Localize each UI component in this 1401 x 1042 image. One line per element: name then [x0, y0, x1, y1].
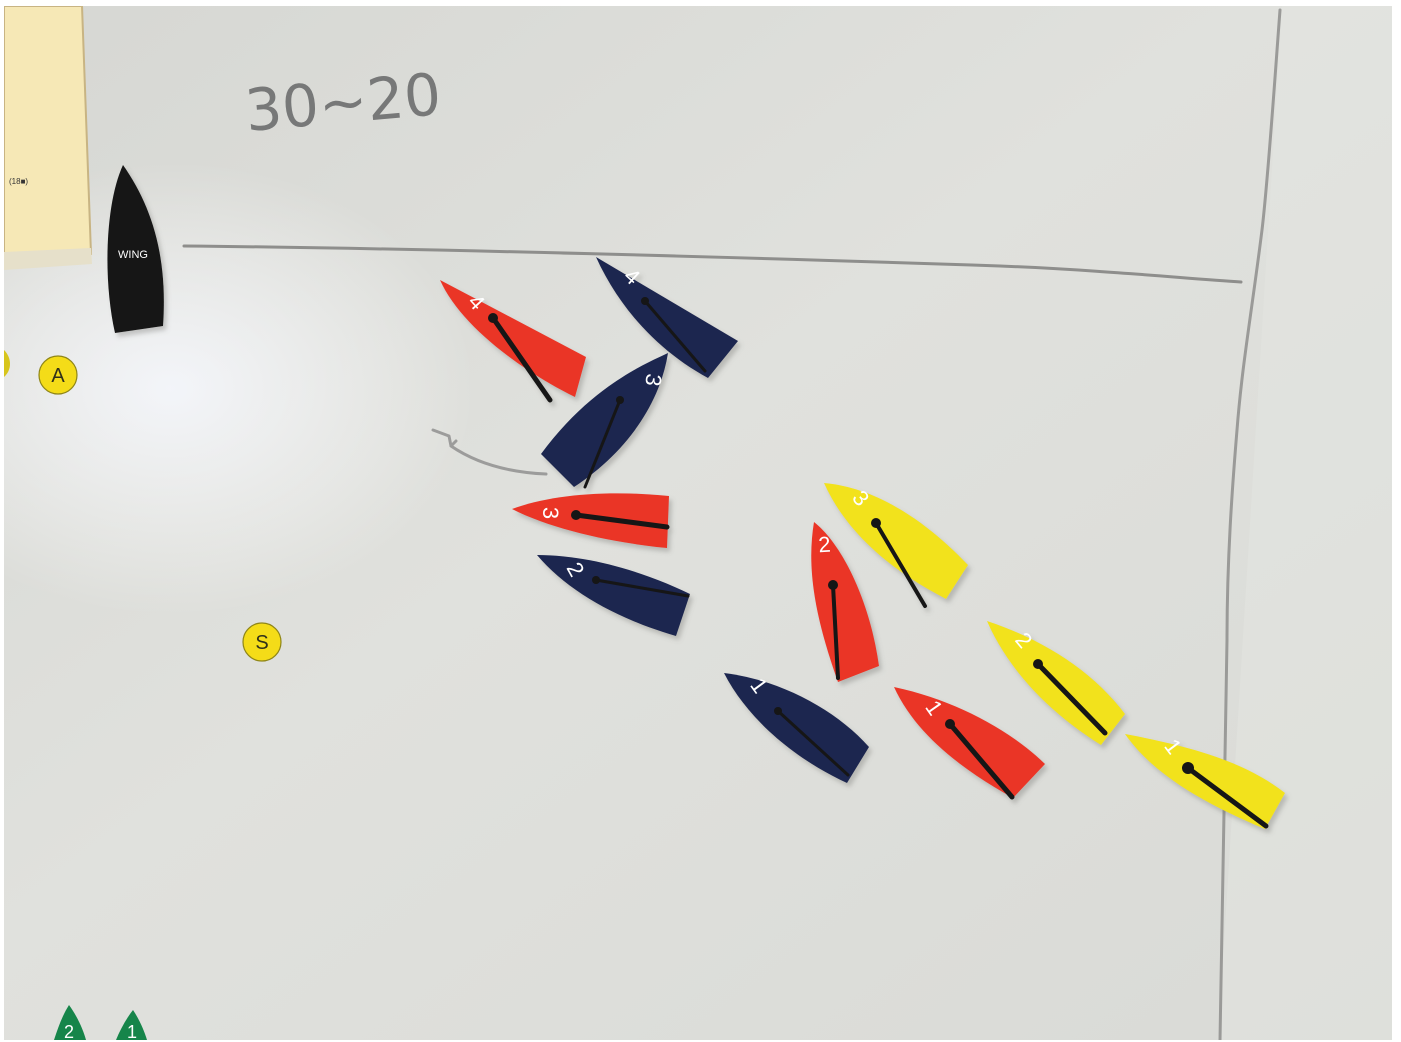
- boat-red-2-number: 2: [817, 532, 831, 558]
- paper-label: (18■): [9, 177, 28, 186]
- mark-s: S: [243, 623, 281, 661]
- boat-green-1-number: 1: [127, 1022, 137, 1042]
- committee-boat-label: WING: [118, 249, 148, 261]
- paper-sheet: (18■): [4, 6, 92, 270]
- right-border: [1392, 0, 1401, 1042]
- mark-a: A: [39, 356, 77, 394]
- top-border: [0, 0, 1401, 6]
- boat-green-2-number: 2: [64, 1022, 74, 1042]
- boat-red-3-number: 3: [538, 507, 563, 519]
- left-border: [0, 0, 4, 1042]
- glare-highlight: [4, 6, 1392, 1040]
- mark-s-label: S: [255, 632, 268, 654]
- mark-a-label: A: [51, 365, 65, 387]
